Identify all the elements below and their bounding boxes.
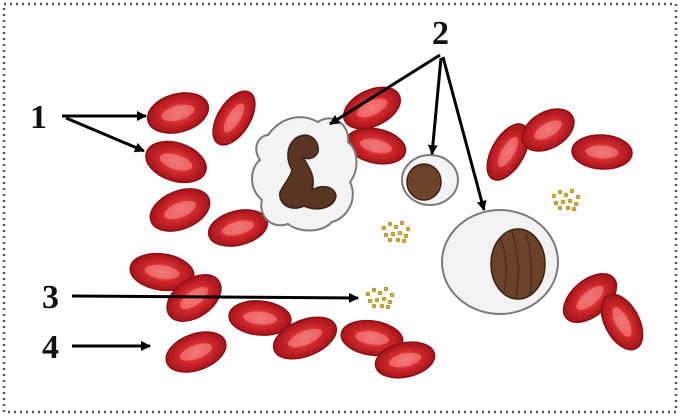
platelet-cluster [382, 221, 410, 243]
red-blood-cell [144, 181, 216, 239]
label-3: 3 [42, 279, 59, 316]
label-4: 4 [42, 329, 59, 366]
platelet-cluster [552, 189, 580, 211]
white-blood-cell-lobed [252, 117, 357, 230]
arrow-1b [66, 118, 144, 151]
red-blood-cell [141, 134, 212, 189]
red-blood-cell [161, 324, 232, 379]
red-blood-cells [128, 79, 651, 383]
platelet-cluster [366, 287, 394, 309]
label-2: 2 [432, 15, 449, 52]
red-blood-cell [143, 87, 213, 140]
red-blood-cell [571, 133, 633, 170]
arrow-2b [432, 58, 441, 154]
small-white-blood-cell [402, 155, 458, 205]
arrow-3 [72, 296, 358, 298]
label-1: 1 [30, 99, 47, 136]
red-blood-cell [205, 84, 264, 152]
large-white-blood-cell [442, 210, 558, 314]
